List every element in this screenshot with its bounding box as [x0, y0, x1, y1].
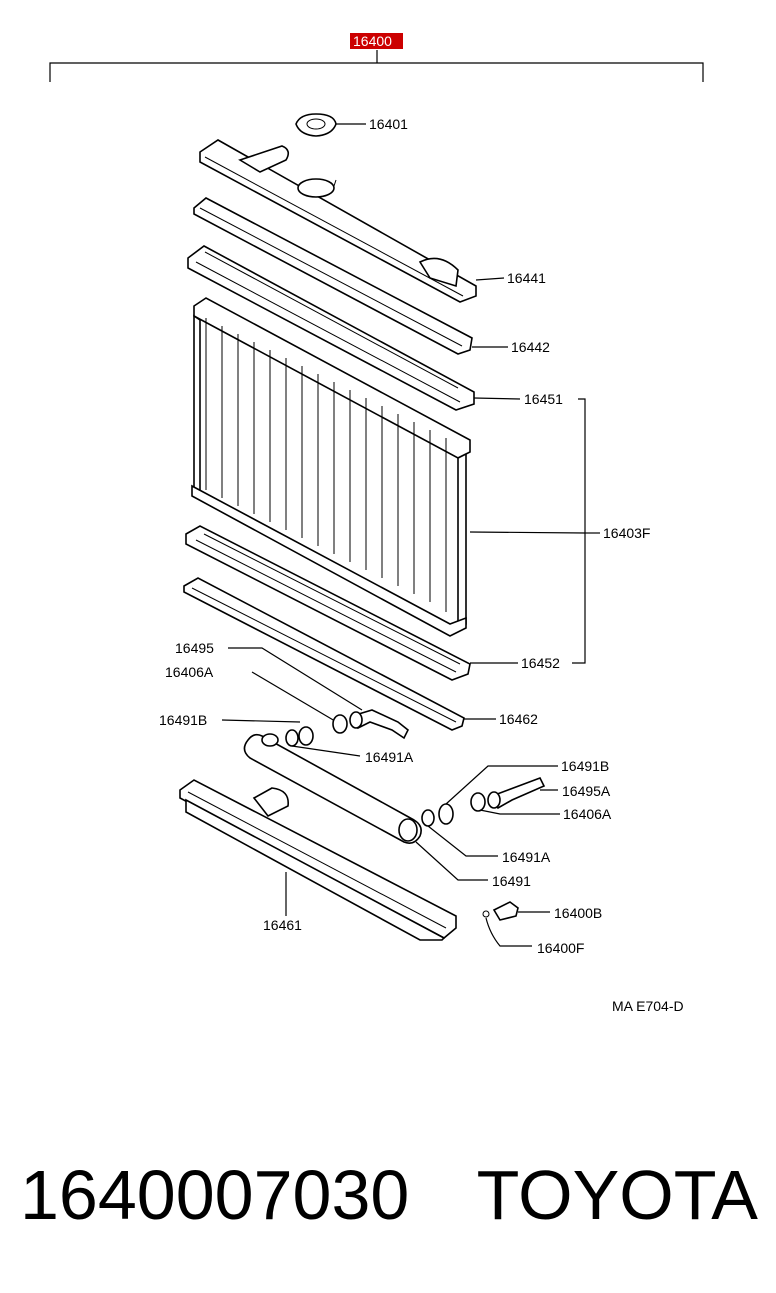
upper-gasket: 16442 [193, 197, 550, 355]
callout-16406A-left: 16406A [165, 664, 214, 680]
assembly-label: 16400 [353, 33, 392, 49]
callout-16442: 16442 [511, 339, 550, 355]
callout-16462: 16462 [499, 711, 538, 727]
assembly-bracket: 16400 [49, 33, 704, 82]
callout-16491A-right: 16491A [502, 849, 551, 865]
callout-16401: 16401 [369, 116, 408, 132]
drain-cock: 16400B 16400F [482, 901, 602, 956]
footer: 1640007030 TOYOTA [0, 1140, 776, 1250]
left-fittings: 16495 16406A 16491B 16491A [159, 640, 414, 765]
callout-16400B: 16400B [554, 905, 602, 921]
lower-tank: 16461 [179, 779, 457, 941]
callout-16441: 16441 [507, 270, 546, 286]
callout-16403F: 16403F [603, 525, 650, 541]
lower-gasket: 16462 [183, 577, 538, 731]
radiator-exploded-diagram: 16400 16401 16441 16442 16451 [49, 33, 704, 1014]
assembly-highlight-box [350, 33, 403, 49]
upper-tank: 16441 [199, 139, 546, 303]
oil-cooler-tube: 16491 [243, 733, 531, 889]
right-fittings: 16491B 16491A 16495A 16406A [421, 758, 612, 865]
callout-16495A: 16495A [562, 783, 611, 799]
upper-core-plate: 16451 [187, 245, 586, 664]
part-number: 1640007030 [20, 1156, 410, 1234]
callout-16495: 16495 [175, 640, 214, 656]
callout-16451: 16451 [524, 391, 563, 407]
callout-16491B-right: 16491B [561, 758, 609, 774]
drawing-code: MA E704-D [612, 998, 684, 1014]
callout-16491A-left: 16491A [365, 749, 414, 765]
radiator-core: 16403F [191, 297, 650, 637]
lower-core-plate: 16452 [185, 525, 560, 681]
callout-16400F: 16400F [537, 940, 584, 956]
callout-16491B-left: 16491B [159, 712, 207, 728]
brand-name: TOYOTA [476, 1156, 758, 1234]
callout-16452: 16452 [521, 655, 560, 671]
callout-16406A-right: 16406A [563, 806, 612, 822]
callout-16461: 16461 [263, 917, 302, 933]
radiator-cap: 16401 [295, 113, 408, 137]
callout-16491: 16491 [492, 873, 531, 889]
